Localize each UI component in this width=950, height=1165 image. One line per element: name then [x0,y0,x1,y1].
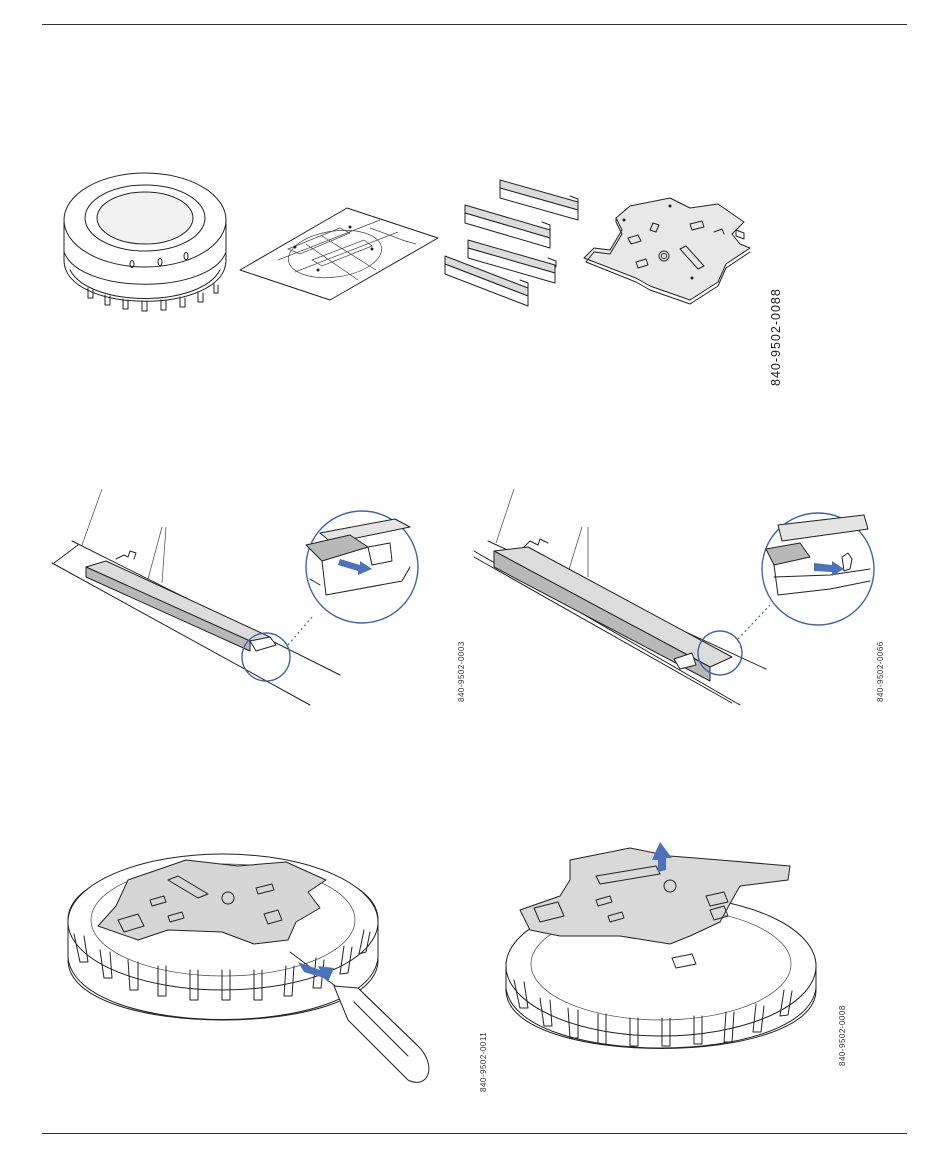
rails-illustration [445,180,578,306]
access-point-illustration [64,173,226,311]
figure-rail-install-right [470,485,880,715]
figure-remove-plate-screwdriver [58,840,468,1105]
figure-code-rail-right: 840-9502-0066 [876,641,885,702]
figure-code-rail-left: 840-9502-0003 [457,641,466,702]
figure-package-contents [50,160,800,400]
figure-rail-install-left [50,485,430,715]
bottom-rule [42,1133,907,1134]
rail-detail-zoom-2 [766,515,870,595]
mounting-template-illustration [240,208,438,300]
mounting-plate-illustration [584,198,750,304]
top-rule [42,24,907,25]
rail-detail-zoom [306,519,410,595]
figure-code-lift: 840-9502-0008 [838,1005,847,1066]
figure-code-contents: 840-9502-0088 [769,288,783,386]
figure-remove-plate-lift [500,840,830,1075]
figure-code-screwdriver: 840-9502-0011 [479,1032,488,1092]
